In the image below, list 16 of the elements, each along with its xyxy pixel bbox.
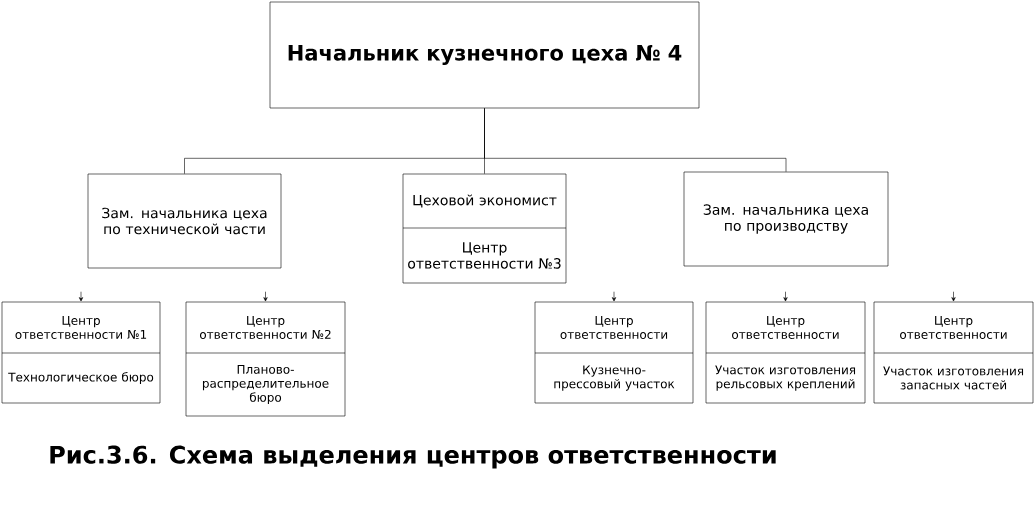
arrow [783,291,788,302]
position-box: Зам. начальника цеха по производству [683,171,889,267]
center-box: Центр ответственности Кузнечно-прессовый участок [534,301,694,404]
arrow [951,291,956,302]
center-box: Центр ответственности Участок изготовления запасных частей [873,301,1034,404]
arrow [263,291,268,302]
center-box: Центр ответственности №2 Планово-распределительное бюро [185,301,346,417]
caption: Рис.3.6. Схема выделения центров ответственности [50,445,776,469]
connector-line [484,108,787,172]
position-box: Зам. начальника цеха по технической части [87,173,282,269]
center-box: Центр ответственности Участок изготовления рельсовых креплений [705,301,866,404]
arrow [611,291,617,302]
arrow [78,291,84,302]
center-box: Цеховой экономист Центр ответственности №3 [402,173,567,284]
center-box: Центр ответственности №1 Технологическое бюро [1,301,161,404]
title-box: Начальник кузнечного цеха № 4 [269,1,700,109]
